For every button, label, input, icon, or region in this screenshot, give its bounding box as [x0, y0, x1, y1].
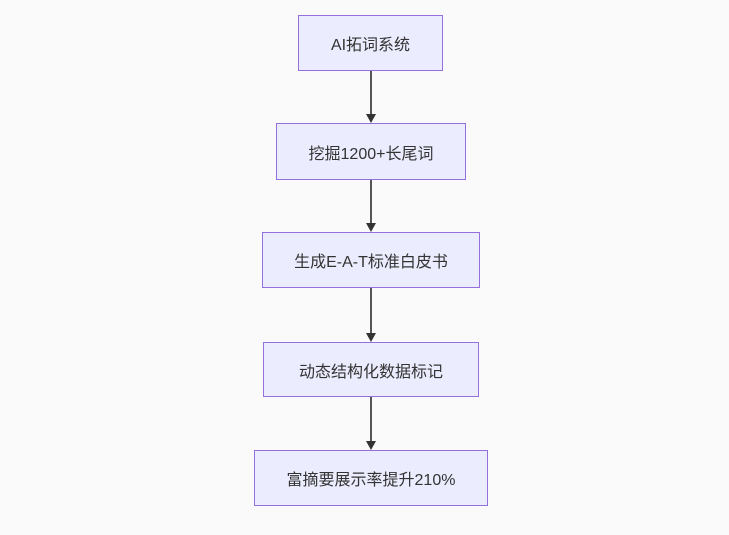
arrow-down-icon — [366, 223, 376, 232]
arrow-down-icon — [366, 441, 376, 450]
node-label: 挖掘1200+长尾词 — [308, 145, 434, 163]
flowchart-node-structured-data: 动态结构化数据标记 — [263, 342, 479, 397]
node-label: 动态结构化数据标记 — [298, 363, 443, 381]
flowchart-node-ai-word-system: AI拓词系统 — [298, 15, 443, 71]
flowchart-node-rich-snippet-result: 富摘要展示率提升210% — [254, 450, 488, 506]
flowchart-edge-1 — [366, 71, 376, 123]
node-label: 生成E-A-T标准白皮书 — [294, 254, 448, 271]
node-label: 富摘要展示率提升210% — [286, 472, 456, 489]
flowchart-edge-2 — [366, 180, 376, 232]
edge-line — [370, 397, 372, 442]
arrow-down-icon — [366, 333, 376, 342]
edge-line — [370, 71, 372, 115]
flowchart-node-longtail-mining: 挖掘1200+长尾词 — [276, 123, 466, 180]
node-label: AI拓词系统 — [330, 37, 411, 54]
edge-line — [370, 180, 372, 224]
arrow-down-icon — [366, 114, 376, 123]
flowchart-edge-4 — [366, 397, 376, 450]
flowchart-edge-3 — [366, 288, 376, 342]
edge-line — [370, 288, 372, 334]
flowchart-node-eat-whitepaper: 生成E-A-T标准白皮书 — [262, 232, 480, 288]
